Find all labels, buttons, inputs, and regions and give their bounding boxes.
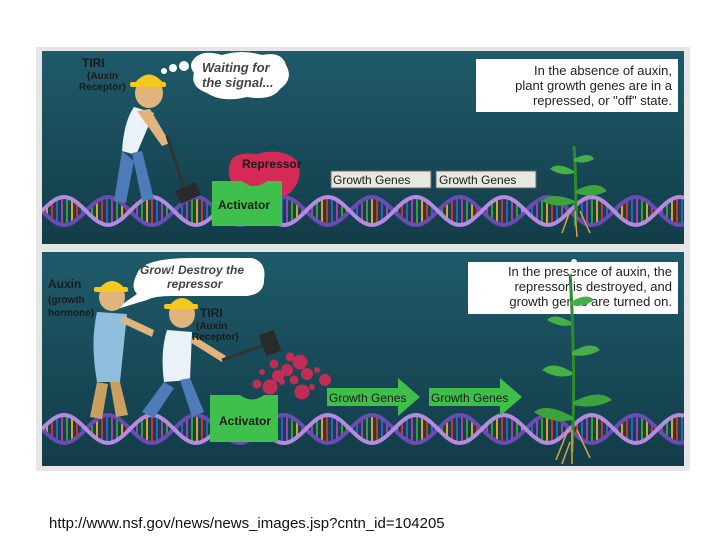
auxin-label: Auxin (growth hormone) — [48, 277, 94, 319]
repressor-fragment — [269, 359, 279, 369]
repressor-fragment — [301, 368, 313, 380]
info-text: repressed, or "off" state. — [533, 93, 672, 108]
repressor-fragment — [289, 375, 299, 385]
gene-label: Growth Genes — [431, 391, 508, 405]
top-panel: TIRI (Auxin Receptor) Waiting for the si… — [42, 51, 684, 244]
info-box: In the absence of auxin, plant growth ge… — [476, 59, 678, 112]
receptor-label: TIRI (Auxin Receptor) — [192, 306, 239, 343]
receptor-label-line: (Auxin — [196, 321, 227, 332]
dna-strand — [42, 412, 684, 446]
gene-arrows: Growth Genes Growth Genes — [327, 378, 522, 416]
thought-bubble: Waiting for the signal... — [161, 52, 289, 100]
auxin-label-line: (growth — [48, 295, 85, 306]
receptor-figure — [114, 74, 201, 204]
activator-protein: Activator — [212, 181, 282, 226]
receptor-figure — [142, 298, 282, 418]
gene-label: Growth Genes — [329, 391, 406, 405]
auxin-label-line: Auxin — [48, 277, 81, 291]
receptor-label-line: Receptor) — [79, 82, 126, 93]
repressor-label: Repressor — [242, 157, 302, 171]
repressor-fragment — [294, 384, 310, 400]
gene-labels: Growth Genes Growth Genes — [330, 170, 537, 189]
repressor-fragment — [314, 367, 320, 373]
speech-text: repressor — [167, 277, 224, 291]
speech-bubble: Grow! Destroy the repressor — [114, 258, 265, 310]
receptor-label-line: (Auxin — [87, 71, 118, 82]
bottom-panel: Auxin (growth hormone) Grow! Destroy the… — [42, 252, 684, 466]
info-text: In the absence of auxin, — [534, 63, 672, 78]
activator-protein: Activator — [210, 395, 278, 442]
dna-strand — [42, 194, 684, 228]
repressor-fragment — [319, 374, 331, 386]
info-text: plant growth genes are in a — [515, 78, 673, 93]
info-text: repressor is destroyed, and — [514, 279, 672, 294]
repressor-fragment — [259, 369, 265, 375]
gene-label: Growth Genes — [333, 173, 410, 187]
receptor-label-line: Receptor) — [192, 332, 239, 343]
small-plant — [542, 145, 607, 238]
receptor-label: TIRI (Auxin Receptor) — [79, 56, 126, 93]
repressor-fragment — [309, 384, 315, 390]
info-text: In the presence of auxin, the — [508, 264, 672, 279]
thought-text: the signal... — [202, 75, 274, 90]
activator-label: Activator — [218, 198, 270, 212]
auxin-label-line: hormone) — [48, 308, 94, 319]
receptor-label-line: TIRI — [82, 56, 105, 70]
repressor-fragment — [252, 379, 262, 389]
repressor-fragment — [262, 379, 278, 395]
tall-plant — [534, 259, 612, 465]
repressor-fragment — [272, 370, 284, 382]
thought-text: Waiting for — [202, 60, 271, 75]
source-caption: http://www.nsf.gov/news/news_images.jsp?… — [49, 515, 445, 532]
activator-label: Activator — [219, 414, 271, 428]
repressor-fragment — [285, 352, 295, 362]
auxin-figure — [90, 281, 154, 419]
dna-helix — [42, 194, 684, 228]
repressor-fragment — [292, 354, 308, 370]
repressor-fragment — [281, 364, 293, 376]
gene-label: Growth Genes — [439, 173, 516, 187]
destroyed-repressor — [252, 352, 331, 400]
receptor-label-line: TIRI — [200, 306, 223, 320]
speech-text: Grow! Destroy the — [140, 263, 244, 277]
